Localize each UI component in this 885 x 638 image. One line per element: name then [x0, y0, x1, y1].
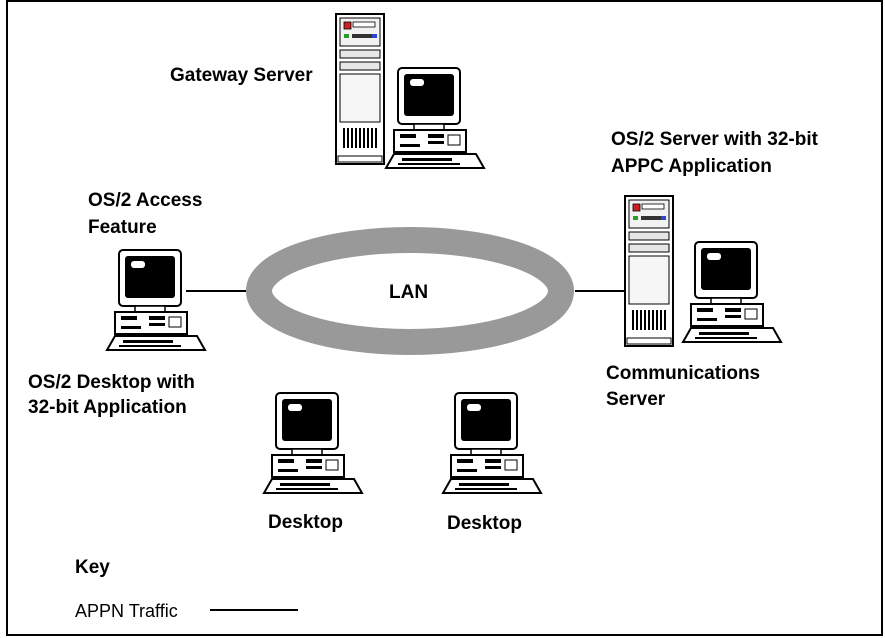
os2-desktop-pc-icon: [106, 249, 206, 351]
os2-server-label-line1: OS/2 Server with 32-bit: [611, 129, 818, 150]
gateway-console-pc-icon: [385, 67, 485, 169]
key-title: Key: [75, 557, 110, 578]
os2-server-label-line2: APPC Application: [611, 156, 772, 177]
comm-console-pc-icon: [682, 241, 782, 343]
appn-traffic-key-label: APPN Traffic: [75, 601, 178, 621]
diagram-border: [6, 0, 883, 636]
lan-ring: [246, 227, 574, 355]
desktop-2-label: Desktop: [447, 513, 522, 534]
gateway-server-tower-icon: [335, 13, 385, 165]
desktop-1-label: Desktop: [268, 512, 343, 533]
desktop-1-pc-icon: [263, 392, 363, 494]
desktop-app-label-line1: OS/2 Desktop with: [28, 372, 195, 393]
comm-server-label-line2: Server: [606, 389, 666, 410]
desktop-app-label-line2: 32-bit Application: [28, 397, 187, 418]
access-feature-label-line1: OS/2 Access: [88, 190, 203, 211]
comm-server-tower-icon: [624, 195, 674, 347]
comm-server-label-line1: Communications: [606, 363, 761, 384]
lan-label: LAN: [389, 282, 429, 303]
access-feature-label-line2: Feature: [88, 217, 157, 238]
desktop-2-pc-icon: [442, 392, 542, 494]
gateway-server-label: Gateway Server: [170, 65, 313, 86]
